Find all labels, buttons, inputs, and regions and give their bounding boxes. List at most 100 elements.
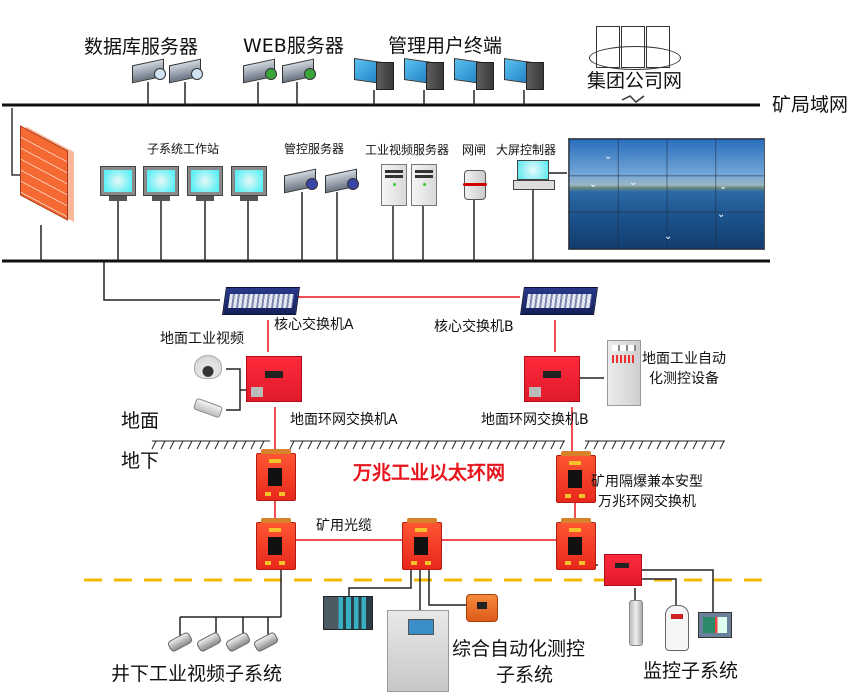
surface-automation-label-2: 化测控设备 [649,371,719,387]
top-tier-drops [147,82,525,105]
group-server-cluster-icon [589,6,681,76]
hatch-mark [478,440,484,450]
workstation-1[interactable] [100,166,136,201]
hatch-mark [541,440,547,450]
seagull-icon: ⌄ [717,209,726,220]
surface-video-label: 地面工业视频 [160,331,244,347]
hatch-mark [424,440,430,450]
hatch-mark [205,440,211,450]
core-switch-a[interactable] [222,287,300,315]
mgmt-server-2[interactable] [325,168,359,194]
mine-ring-switch-2[interactable] [556,451,596,503]
mine-ring-switch-3[interactable] [256,518,296,570]
hatch-mark [289,440,295,450]
underground-video-label: 井下工业视频子系统 [111,663,283,685]
surface-ring-switch-a[interactable] [246,356,302,402]
control-tier-drops [40,172,567,261]
control-console[interactable] [387,610,449,692]
mine-ring-switch-5[interactable] [556,518,596,570]
db-server-1[interactable] [132,58,166,84]
gas-meter[interactable] [665,605,689,651]
hatch-mark [593,440,599,450]
ring-switch-a-label: 地面环网交换机A [290,412,398,428]
hatch-mark [379,440,385,450]
surface-automation-label-1: 地面工业自动 [642,351,726,367]
automation-enclosure[interactable] [466,594,498,622]
web-server-2[interactable] [282,58,316,84]
hatch-mark [169,440,175,450]
hatch-mark [460,440,466,450]
seagull-icon: ⌄ [719,181,728,192]
seagull-icon: ⌄ [589,179,598,190]
mine-ring-switch-4[interactable] [402,518,442,570]
underground-video-links [179,567,282,636]
hatch-mark [298,440,304,450]
surface-camera-links [226,368,241,411]
hatch-mark [415,440,421,450]
core-uplink [103,262,220,301]
hatch-mark [442,440,448,450]
pressure-sensor[interactable] [629,600,643,646]
workstation-4[interactable] [231,166,267,201]
ring-switch-b-label: 地面环网交换机B [481,412,589,428]
hatch-mark [241,440,247,450]
automation-subsystem-label-1: 综合自动化测控 [452,638,586,660]
ground-hatch [151,440,725,450]
gateway-device[interactable] [463,170,487,200]
core-switch-a-label: 核心交换机A [274,317,354,333]
video-wall-display: ⌄ ⌄ ⌄ ⌄ ⌄ ⌄ [568,138,765,250]
monitoring-substation[interactable] [604,554,642,586]
hatch-mark [433,440,439,450]
hatch-mark [559,440,565,450]
hatch-mark [683,440,689,450]
hatch-mark [584,440,590,450]
hatch-mark [214,440,220,450]
core-switch-b[interactable] [520,287,598,315]
hatch-mark [187,440,193,450]
video-server-2[interactable] [411,164,437,206]
video-server-1[interactable] [381,164,407,206]
hatch-mark [325,440,331,450]
db-server-2[interactable] [169,58,203,84]
hatch-mark [451,440,457,450]
surface-automation-cabinet[interactable] [607,340,641,406]
seagull-icon: ⌄ [629,177,638,188]
hatch-mark [352,440,358,450]
hatch-mark [232,440,238,450]
plc-device[interactable] [323,596,373,630]
hatch-mark [307,440,313,450]
screen-controller-label: 大屏控制器 [496,143,557,157]
mine-switch-label-1: 矿用隔爆兼本安型 [591,474,703,490]
hatch-mark [259,440,265,450]
hatch-mark [674,440,680,450]
mine-ring-switch-1[interactable] [256,449,296,501]
hatch-mark [523,440,529,450]
wan-link-icon [621,95,645,103]
automation-subsystem-label-2: 子系统 [496,664,554,686]
hatch-mark [388,440,394,450]
web-server-1[interactable] [243,58,277,84]
hmi-panel[interactable] [698,612,732,638]
hatch-mark [151,440,157,450]
hatch-mark [397,440,403,450]
hatch-mark [334,440,340,450]
screen-controller-device[interactable] [513,160,555,190]
seagull-icon: ⌄ [664,231,673,242]
hatch-mark [343,440,349,450]
surface-dome-camera[interactable] [194,355,222,379]
mgmt-server-1[interactable] [284,168,318,194]
hatch-mark [160,440,166,450]
hatch-mark [656,440,662,450]
hatch-mark [223,440,229,450]
hatch-mark [505,440,511,450]
underground-zone-label: 地下 [121,450,160,472]
hatch-mark [692,440,698,450]
workstation-3[interactable] [187,166,223,201]
hatch-mark [469,440,475,450]
workstation-2[interactable] [143,166,179,201]
hatch-mark [487,440,493,450]
hatch-mark [316,440,322,450]
surface-ring-switch-b[interactable] [524,356,580,402]
hatch-mark [496,440,502,450]
